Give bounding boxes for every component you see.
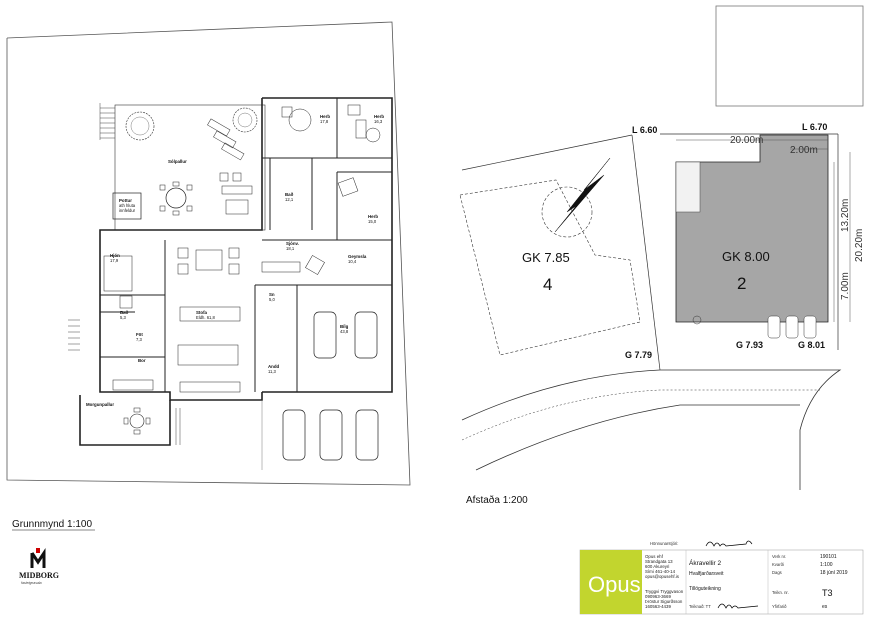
room-herb3-name: Herb xyxy=(368,214,378,219)
room-bad2-name: Bað xyxy=(120,310,129,315)
field-verk-value: 190101 xyxy=(820,554,837,560)
floor-plan xyxy=(6,21,411,486)
midborg-logo: MIDBORG fasteignasala xyxy=(19,548,59,585)
lot2-gk: GK 8.00 xyxy=(722,249,770,264)
dim-2020: 20.20m xyxy=(854,229,865,262)
company-line-5: opus@opusehf.is xyxy=(645,574,680,579)
room-herb1-area: 17,8 xyxy=(320,119,329,124)
field-kvardi-label: Kvarði xyxy=(772,562,784,567)
room-labels: Sólpallur Pottur ath hluta innfeldur Her… xyxy=(86,114,384,407)
room-sn-name: Sn xyxy=(269,292,275,297)
room-bill-area: 43,8 xyxy=(340,329,349,334)
designer-label: Hönnunarstjóri: xyxy=(650,541,678,546)
level-l660: L 6.60 xyxy=(632,125,657,135)
room-sjonv-name: Sjónv. xyxy=(286,241,299,246)
room-sn-area: 5,0 xyxy=(269,297,275,302)
room-bill-name: Bílg xyxy=(340,324,349,329)
field-kvardi-value: 1:100 xyxy=(820,562,833,568)
room-stofa-sub: Eldh. 61,8 xyxy=(196,315,216,320)
room-herb1-name: Herb xyxy=(320,114,330,119)
room-andd-area: 11,3 xyxy=(268,369,277,374)
room-morgunpallur: Morgunpallur xyxy=(86,402,114,407)
room-herb2-name: Herb xyxy=(374,114,384,119)
room-stofa-name: Stofa xyxy=(196,310,208,315)
level-g779: G 7.79 xyxy=(625,350,652,360)
dim-2000: 20.00m xyxy=(730,135,763,146)
room-bad1-name: Bað xyxy=(285,192,294,197)
caption-afstada: Afstaða 1:200 xyxy=(466,494,528,506)
empty-stamp-box xyxy=(715,5,864,107)
level-g801: G 8.01 xyxy=(798,340,825,350)
title-block: Hönnunarstjóri: Opus Opus ehf Strandgata… xyxy=(579,540,864,615)
dim-700: 7.00m xyxy=(840,272,851,300)
company-line-4: Sími 461-40-14 xyxy=(645,569,676,574)
teiknad-label: Teiknað: TT xyxy=(689,604,711,609)
room-andd-name: Andd xyxy=(268,364,280,369)
lot4-gk: GK 7.85 xyxy=(522,250,570,265)
field-yfirfarid-label: Yfirfarið xyxy=(772,604,787,609)
opus-logo-box xyxy=(580,550,642,614)
field-dags-label: Dags xyxy=(772,570,782,575)
company-line-3: 600 Akureyri xyxy=(645,564,669,569)
designer-line-3: Þröstur Sigurðsson xyxy=(645,599,683,604)
designer-line-4: 160563-4439 xyxy=(645,604,671,609)
room-fot-name: Föt xyxy=(136,332,143,337)
field-dags-value: 18 júní 2019 xyxy=(820,570,848,576)
teiknad-signature xyxy=(717,603,759,609)
designer-signature xyxy=(705,540,753,547)
room-sjonv-area: 18,1 xyxy=(286,246,295,251)
room-bad2-area: 5,3 xyxy=(120,315,126,320)
room-solpallur: Sólpallur xyxy=(168,159,187,164)
site-plan xyxy=(459,133,851,490)
field-teikn-label: Teikn. nr. xyxy=(772,590,789,595)
dim-200: 2.00m xyxy=(790,145,818,156)
level-g793: G 7.93 xyxy=(736,340,763,350)
project-place: Hvalfjarðarsveit xyxy=(689,570,724,577)
field-yfirfarid-value: es xyxy=(822,604,828,610)
lot4-number: 4 xyxy=(543,275,552,294)
drawing-type: Tillöguteikning xyxy=(689,586,721,592)
room-bad1-area: 12,1 xyxy=(285,197,294,202)
opus-logo: Opus xyxy=(588,572,641,597)
room-pottur-2: ath hluta xyxy=(119,203,136,208)
room-hjon-area: 17,9 xyxy=(110,258,119,263)
room-pottur-1: Pottur xyxy=(119,198,132,203)
room-pottur-3: innfeldur xyxy=(119,208,136,213)
midborg-name: MIDBORG xyxy=(19,571,59,580)
level-l670: L 6.70 xyxy=(802,122,827,132)
room-hjon-name: Hjón xyxy=(110,253,120,258)
midborg-sub: fasteignasala xyxy=(21,581,42,585)
designer-line-2: 090963-3669 xyxy=(645,594,671,599)
room-geymsla-area: 10,4 xyxy=(348,259,357,264)
company-line-2: Strandgata 13 xyxy=(645,559,673,564)
project-name: Ákravellir 2 xyxy=(689,558,722,567)
caption-grunnmynd: Grunnmynd 1:100 xyxy=(12,519,92,530)
dim-1320: 13.20m xyxy=(840,199,851,232)
room-fot-area: 7,3 xyxy=(136,337,142,342)
site-labels: L 6.60 L 6.70 G 7.79 G 7.93 G 8.01 20.00… xyxy=(522,122,865,360)
designer-line-1: Tryggvi Tryggvason xyxy=(645,589,684,594)
company-line-1: Opus ehf xyxy=(645,554,664,559)
room-geymsla-name: Geymsla xyxy=(348,254,367,259)
lot2-number: 2 xyxy=(737,274,746,293)
field-verk-label: Verk nr. xyxy=(772,554,786,559)
field-teikn-value: T3 xyxy=(822,588,833,598)
room-bor: Bor xyxy=(138,358,146,363)
room-herb3-area: 15,0 xyxy=(368,219,377,224)
room-herb2-area: 16,3 xyxy=(374,119,383,124)
